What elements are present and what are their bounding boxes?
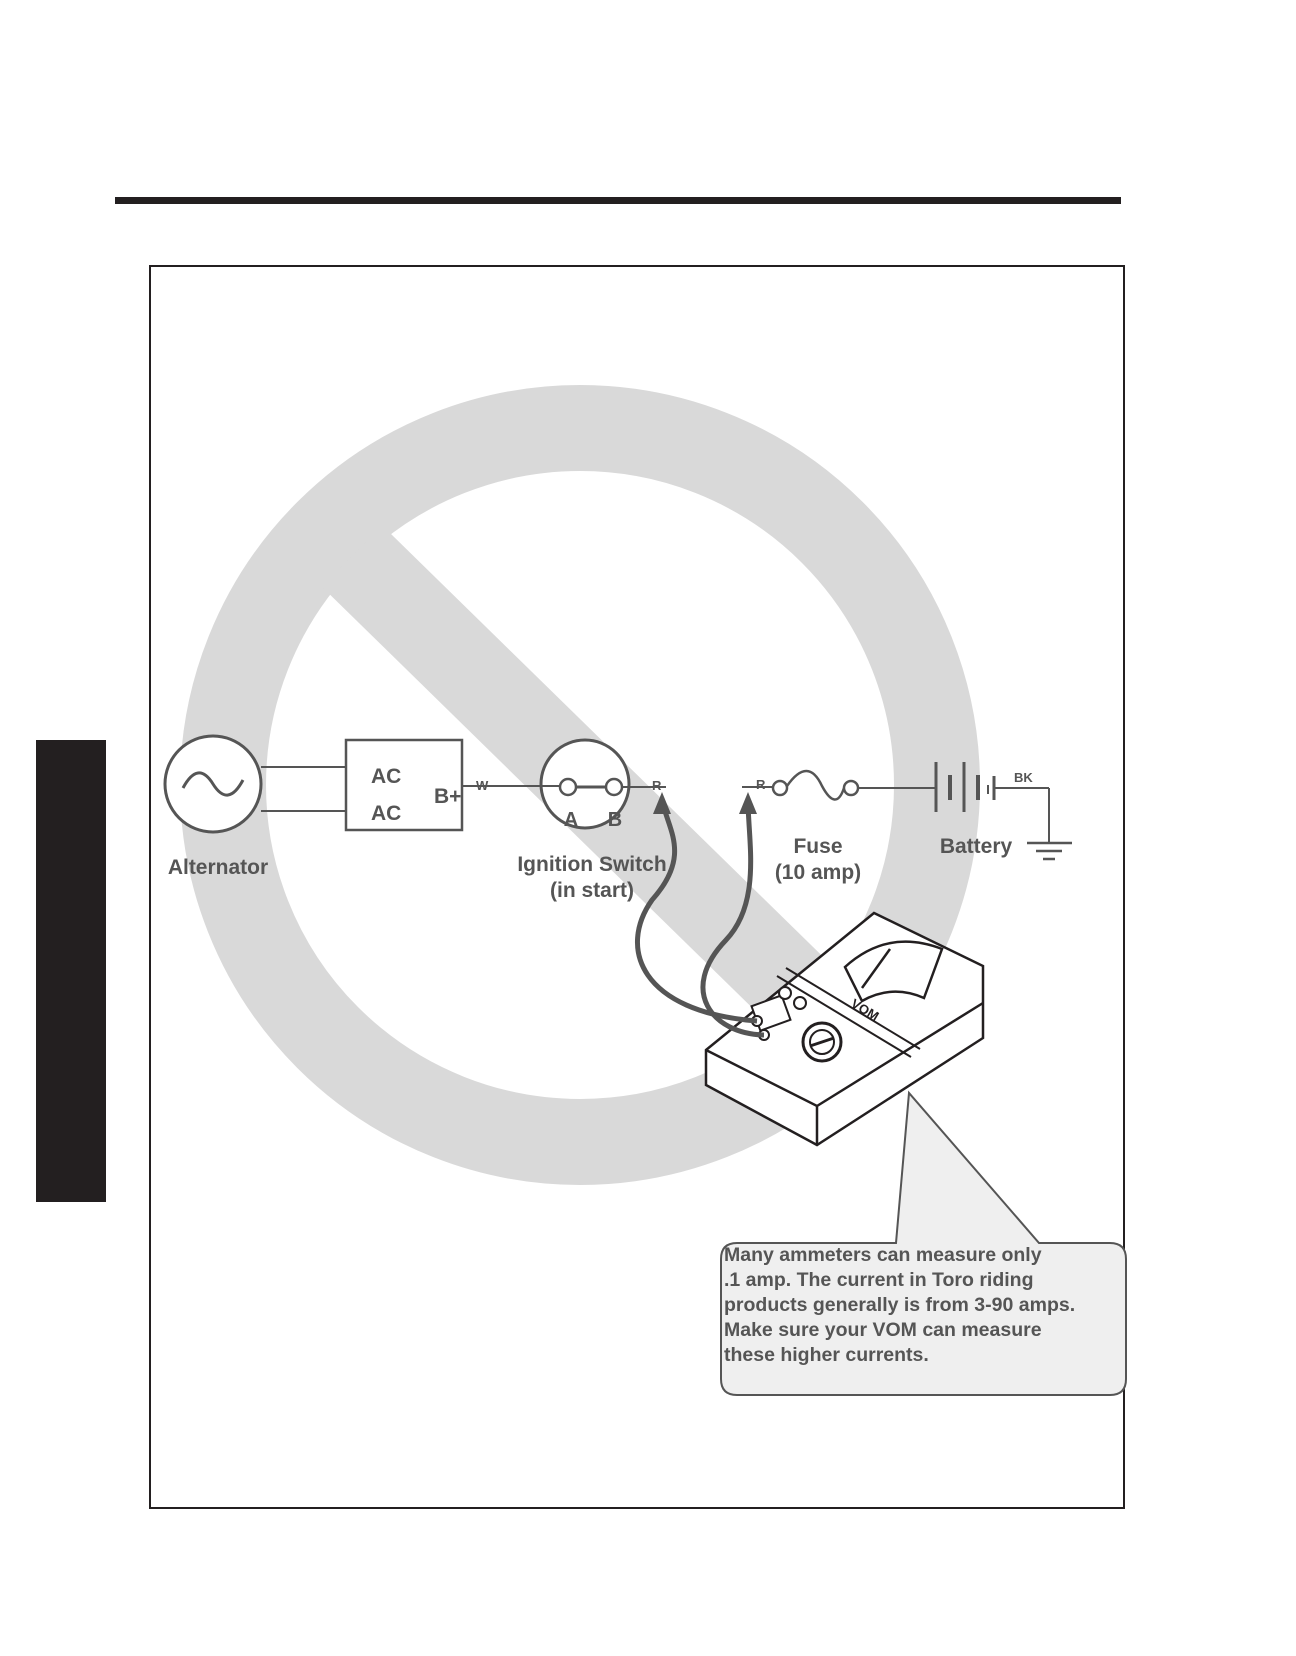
fuse-label: Fuse [793, 835, 842, 858]
ground-icon [1027, 843, 1072, 859]
regulator-bplus-label: B+ [434, 785, 461, 808]
callout-line-5: these higher currents. [724, 1343, 1114, 1368]
regulator-ac-bottom-label: AC [371, 802, 401, 825]
terminal-b-icon [606, 779, 622, 795]
wire-w-label: W [476, 778, 489, 793]
callout-line-3: products generally is from 3-90 amps. [724, 1293, 1114, 1318]
wire-r2-label: R [756, 777, 766, 792]
alternator-symbol [165, 736, 261, 832]
wire-r1-label: R [652, 778, 662, 793]
callout-line-2: .1 amp. The current in Toro riding [724, 1268, 1114, 1293]
regulator-ac-top-label: AC [371, 765, 401, 788]
battery-label: Battery [940, 835, 1013, 858]
callout-line-4: Make sure your VOM can measure [724, 1318, 1114, 1343]
ignition-switch-label: Ignition Switch [517, 853, 666, 876]
terminal-a-label: A [564, 809, 578, 831]
fuse-rating-label: (10 amp) [775, 861, 861, 884]
callout-text: Many ammeters can measure only .1 amp. T… [724, 1243, 1114, 1368]
wire-bk-label: BK [1014, 770, 1033, 785]
callout-line-1: Many ammeters can measure only [724, 1243, 1114, 1268]
ignition-switch-sublabel: (in start) [550, 879, 634, 902]
terminal-b-label: B [608, 809, 622, 831]
terminal-a-icon [560, 779, 576, 795]
alternator-label: Alternator [168, 856, 268, 879]
